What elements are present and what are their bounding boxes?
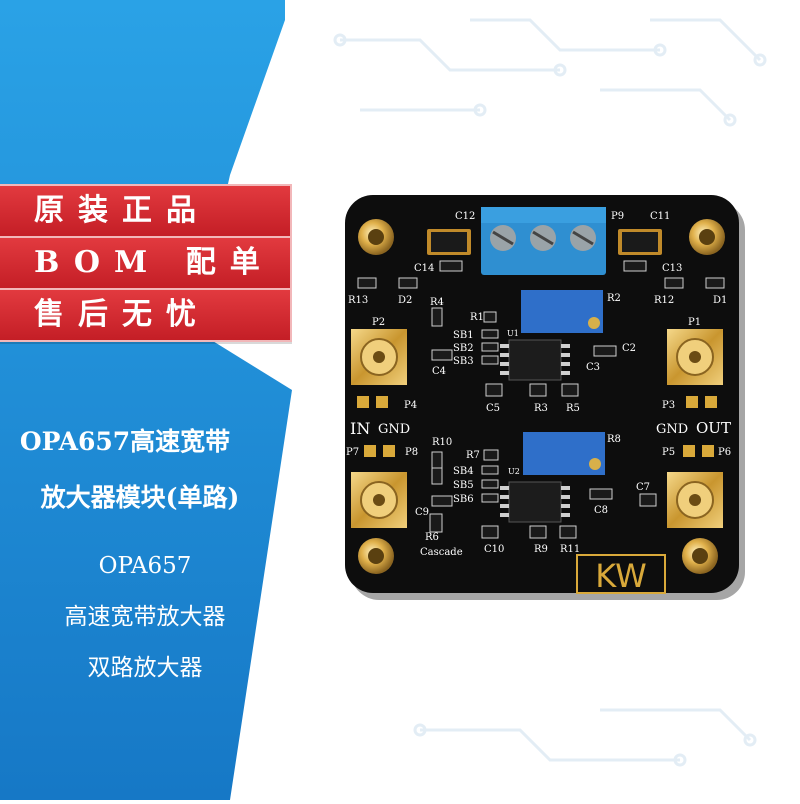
svg-text:R7: R7 — [466, 450, 480, 461]
product-title-line2: 放大器模块(单路) — [40, 483, 240, 512]
svg-text:D1: D1 — [713, 295, 727, 306]
svg-text:SB5: SB5 — [453, 480, 474, 491]
svg-text:C13: C13 — [662, 263, 682, 274]
svg-text:SB2: SB2 — [453, 343, 474, 354]
svg-text:U1: U1 — [507, 329, 519, 338]
svg-text:IN: IN — [350, 419, 370, 438]
ic-u1 — [500, 339, 570, 381]
svg-text:C9: C9 — [415, 507, 429, 518]
badge-bom: BOM 配单 — [0, 236, 292, 290]
kw-logo: KW — [595, 557, 646, 595]
svg-text:R9: R9 — [534, 544, 548, 555]
svg-text:R3: R3 — [534, 403, 548, 414]
svg-text:R5: R5 — [566, 403, 580, 414]
svg-text:R8: R8 — [607, 434, 621, 445]
svg-text:SB1: SB1 — [453, 330, 474, 341]
svg-text:SB6: SB6 — [453, 494, 474, 505]
svg-text:R12: R12 — [654, 295, 674, 306]
potentiometer-top — [521, 290, 603, 333]
potentiometer-bottom — [523, 432, 605, 475]
svg-text:C11: C11 — [650, 211, 670, 222]
svg-text:D2: D2 — [398, 295, 412, 306]
product-sub-line3: 双路放大器 — [87, 655, 203, 681]
circuit-decoration — [333, 18, 767, 127]
sma-connectors — [351, 329, 723, 528]
svg-text:P6: P6 — [718, 447, 731, 458]
svg-text:C5: C5 — [486, 403, 500, 414]
svg-text:Cascade: Cascade — [420, 547, 463, 558]
svg-text:C8: C8 — [594, 505, 608, 516]
svg-text:U2: U2 — [508, 467, 520, 476]
svg-text:C12: C12 — [455, 211, 475, 222]
svg-text:R13: R13 — [348, 295, 368, 306]
svg-text:SB4: SB4 — [453, 466, 474, 477]
svg-text:C10: C10 — [484, 544, 504, 555]
svg-text:SB3: SB3 — [453, 356, 474, 367]
svg-text:GND: GND — [378, 422, 410, 437]
kw-logo-box — [576, 554, 666, 594]
svg-text:C3: C3 — [586, 362, 600, 373]
pin-pads — [357, 396, 717, 457]
svg-text:P3: P3 — [662, 400, 675, 411]
svg-text:C4: C4 — [432, 366, 446, 377]
silkscreen-labels: C12 P9 C11 C14 C13 R13 D2 R12 D1 R4 R1 R… — [346, 211, 731, 558]
svg-text:R2: R2 — [607, 293, 621, 304]
circuit-decoration-bottom — [413, 708, 757, 767]
svg-text:R4: R4 — [430, 297, 444, 308]
svg-text:P4: P4 — [404, 400, 417, 411]
svg-text:P5: P5 — [662, 447, 675, 458]
ic-u2 — [500, 481, 570, 523]
svg-text:R1: R1 — [470, 312, 484, 323]
svg-text:P7: P7 — [346, 447, 359, 458]
svg-text:P9: P9 — [611, 211, 624, 222]
svg-text:R6: R6 — [425, 532, 439, 543]
badge-genuine: 原装正品 — [0, 184, 292, 238]
svg-text:P8: P8 — [405, 447, 418, 458]
svg-text:C7: C7 — [636, 482, 650, 493]
terminal-block — [481, 207, 606, 275]
svg-text:R11: R11 — [560, 544, 580, 555]
svg-text:C2: C2 — [622, 343, 636, 354]
product-sub-line1: OPA657 — [98, 553, 192, 579]
svg-text:R10: R10 — [432, 437, 452, 448]
smd-parts — [357, 260, 725, 539]
svg-text:GND: GND — [656, 422, 688, 437]
svg-text:P1: P1 — [688, 317, 701, 328]
svg-text:C14: C14 — [414, 263, 434, 274]
svg-text:P2: P2 — [372, 317, 385, 328]
svg-text:OUT: OUT — [696, 419, 731, 437]
mounting-holes — [358, 219, 725, 574]
badge-after-sales: 售后无忧 — [0, 288, 292, 342]
product-sub-line2: 高速宽带放大器 — [64, 604, 226, 630]
product-title-line1: OPA657高速宽带 — [19, 427, 231, 456]
